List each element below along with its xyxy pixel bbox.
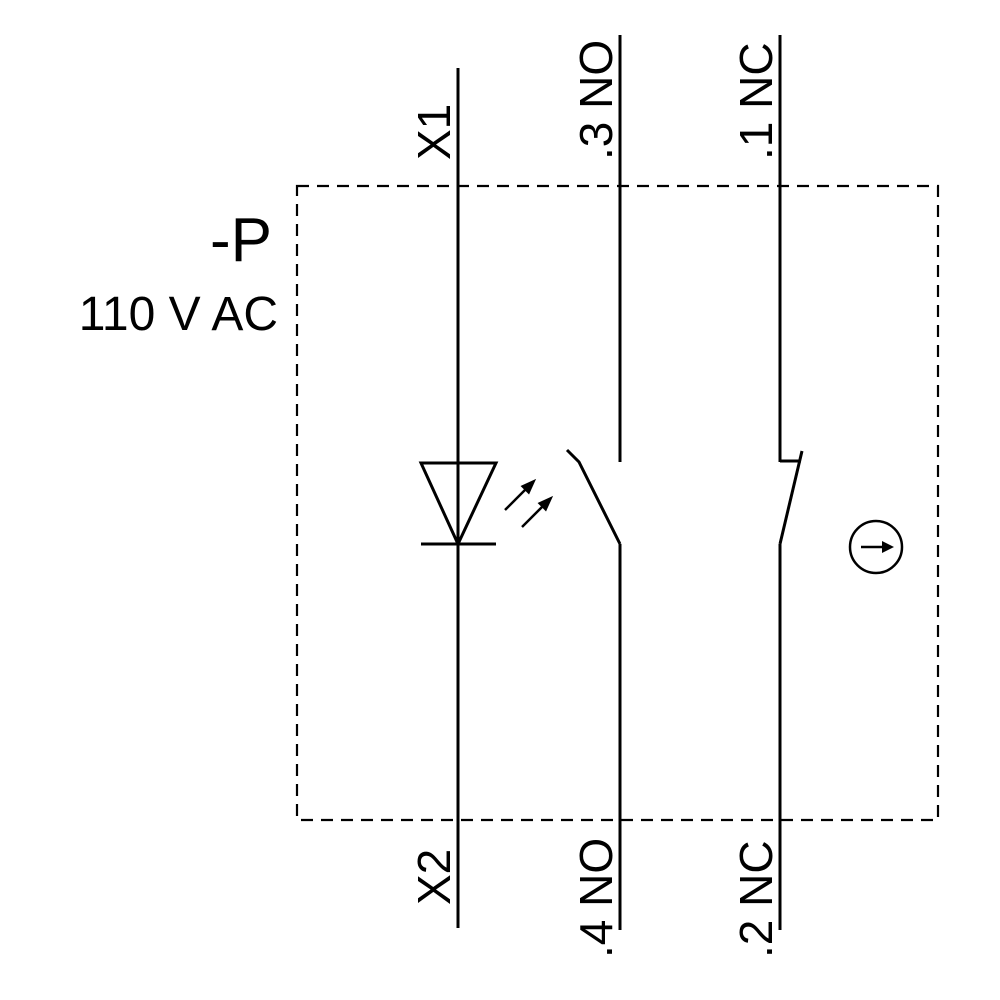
no-contact-mover (565, 448, 622, 545)
indicator-lamp-circuit: X1 X2 (408, 68, 554, 928)
actuator-arrow-head (882, 541, 894, 553)
terminal-label-1nc: .1 NC (730, 42, 782, 160)
light-emission-arrow-icon (504, 478, 537, 511)
arrow-shaft (521, 504, 545, 528)
led-lamp-symbol (418, 461, 554, 548)
normally-closed-contact-circuit: .1 NC .2 NC (730, 35, 804, 958)
terminal-label-x2: X2 (408, 849, 460, 905)
voltage-rating-label: 110 V AC (79, 288, 278, 341)
led-triangle (418, 461, 499, 548)
light-emission-arrow-icon (521, 495, 554, 528)
arrow-head (537, 495, 554, 512)
terminal-label-x1: X1 (408, 104, 460, 160)
terminal-label-3no: .3 NO (570, 40, 622, 160)
terminal-label-4no: .4 NO (570, 838, 622, 958)
arrow-shaft (504, 487, 528, 511)
device-boundary-box (295, 184, 940, 822)
terminal-label-2nc: .2 NC (730, 840, 782, 958)
arrow-head (520, 478, 537, 495)
nc-contact-mover (778, 450, 804, 545)
normally-open-contact-circuit: .3 NO .4 NO (565, 35, 622, 958)
device-reference-label: -P (210, 206, 272, 275)
actuator-arrow-icon (848, 519, 904, 575)
actuator-circle (848, 519, 904, 575)
